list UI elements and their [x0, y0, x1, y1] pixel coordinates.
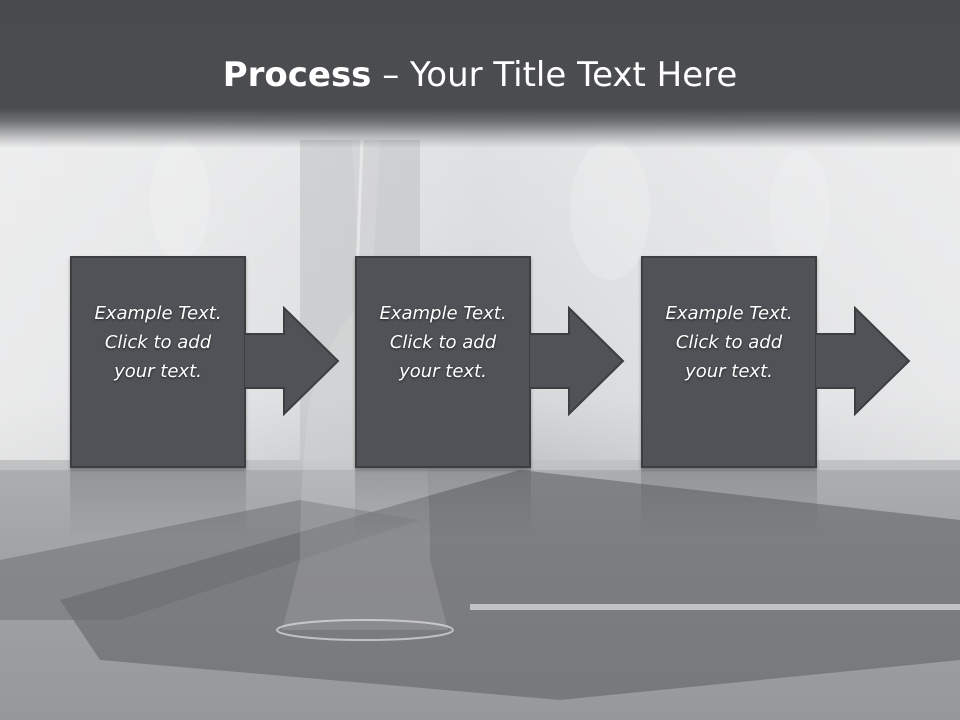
process-step-1[interactable]: Example Text. Click to add your text. — [70, 256, 246, 468]
title-bold: Process — [222, 55, 372, 95]
step-box[interactable]: Example Text. Click to add your text. — [70, 256, 246, 468]
step-text-line: Example Text. — [94, 302, 222, 324]
step-text-line: your text. — [114, 360, 202, 382]
step-box[interactable]: Example Text. Click to add your text. — [641, 256, 817, 468]
step-text-line: Example Text. — [379, 302, 507, 324]
title-rest: – Your Title Text Here — [371, 55, 738, 95]
step-text[interactable]: Example Text. Click to add your text. — [654, 299, 804, 386]
right-arrow-icon — [815, 306, 911, 416]
process-step-2[interactable]: Example Text. Click to add your text. — [355, 256, 531, 468]
step-text-line: Click to add — [389, 331, 497, 353]
slide-title[interactable]: Process – Your Title Text Here — [0, 50, 960, 100]
step-text-line: Example Text. — [665, 302, 793, 324]
step-text-line: Click to add — [104, 331, 212, 353]
title-bar — [0, 0, 960, 148]
step-text-line: your text. — [685, 360, 773, 382]
step-reflection — [641, 468, 817, 538]
process-step-3[interactable]: Example Text. Click to add your text. — [641, 256, 817, 468]
step-text-line: Click to add — [675, 331, 783, 353]
step-reflection — [355, 468, 531, 538]
right-arrow-icon — [529, 306, 625, 416]
step-box[interactable]: Example Text. Click to add your text. — [355, 256, 531, 468]
step-reflection — [70, 468, 246, 538]
step-text[interactable]: Example Text. Click to add your text. — [83, 299, 233, 386]
step-text-line: your text. — [399, 360, 487, 382]
step-text[interactable]: Example Text. Click to add your text. — [368, 299, 518, 386]
right-arrow-icon — [244, 306, 340, 416]
